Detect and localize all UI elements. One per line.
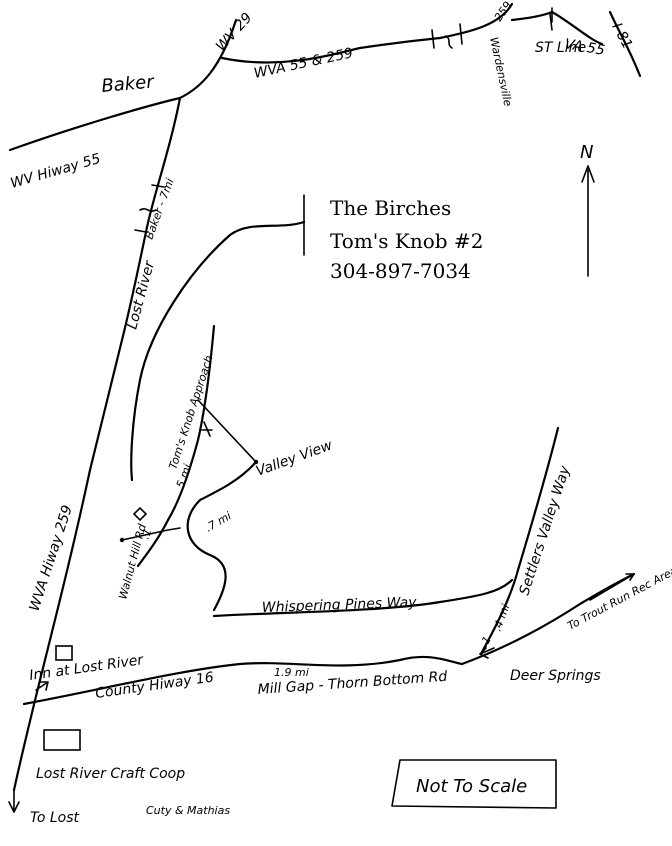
whispering-pines-way-road bbox=[212, 578, 514, 618]
county-hwy-16-road bbox=[22, 572, 636, 706]
settlers-valley-way-road bbox=[480, 426, 560, 654]
to-trout-run-label: To Trout Run Rec Area bbox=[565, 564, 672, 633]
toms-knob-tick bbox=[201, 421, 213, 437]
dist-4mi-label: .4 mi bbox=[491, 602, 513, 633]
author-label: Cuty & Mathias bbox=[146, 804, 230, 817]
st-line bbox=[549, 13, 553, 31]
wv-hwy-55-road bbox=[8, 18, 238, 152]
birches-access-road bbox=[130, 220, 306, 482]
inn-building-icon bbox=[55, 645, 73, 661]
walnut-hill-road bbox=[121, 527, 181, 541]
i-81-road bbox=[608, 10, 642, 78]
dist-1mi-a-label: .1 bbox=[139, 527, 155, 541]
break-mark-top-1 bbox=[431, 29, 435, 49]
walnut-hill-end-dot bbox=[119, 537, 125, 543]
route-259-to-wv55 bbox=[12, 96, 182, 792]
not-to-scale-label: Not To Scale bbox=[416, 776, 527, 797]
north-arrow bbox=[581, 165, 595, 277]
whispering-pines-way-label: Whispering Pines Way bbox=[262, 595, 418, 616]
to-trout-run-arrow bbox=[589, 573, 635, 601]
i81-label: I-81 bbox=[608, 20, 635, 51]
toms-knob-approach-label: Tom's Knob Approach bbox=[166, 354, 215, 471]
wardensville-label: Wardensville bbox=[487, 36, 514, 108]
break-mark-3 bbox=[134, 229, 147, 233]
wv29-label: WV 29 bbox=[213, 10, 256, 55]
break-mark-top-2 bbox=[445, 35, 453, 49]
toms-knob-approach-road bbox=[136, 324, 216, 568]
wva-55-259-road bbox=[220, 2, 514, 64]
craft-coop-label: Lost River Craft Coop bbox=[36, 766, 185, 782]
break-mark-top-3 bbox=[459, 23, 463, 45]
va55-label: VA 55 bbox=[563, 36, 606, 59]
craft-coop-building-icon bbox=[43, 729, 81, 751]
lost-river-label: Lost River bbox=[124, 258, 158, 331]
north-label: N bbox=[580, 142, 593, 163]
valley-view-dot bbox=[253, 459, 259, 465]
valley-view-connector-road bbox=[186, 460, 258, 612]
county-hwy-16-label: County Hiway 16 bbox=[94, 669, 214, 701]
wva-hwy-259-label: WVA Hiway 259 bbox=[27, 503, 76, 613]
settlers-valley-way-label: Settlers Valley Way bbox=[517, 463, 574, 597]
baker-label: Baker bbox=[101, 71, 157, 97]
break-mark-1 bbox=[151, 184, 165, 188]
cabin-marker bbox=[132, 506, 148, 522]
birches-phone: 304-897-7034 bbox=[330, 259, 471, 283]
to-lost-arrow bbox=[8, 789, 20, 813]
st-line-label: ST Line bbox=[535, 40, 586, 56]
not-to-scale-box bbox=[391, 759, 557, 809]
wva55-259-label: WVA 55 & 259 bbox=[253, 45, 355, 82]
dist-9mi-label: 1.9 mi bbox=[274, 666, 309, 679]
valley-view-label: Valley View bbox=[254, 437, 335, 480]
valley-view-road bbox=[197, 399, 257, 463]
wv-hwy-55-label: WV Hiway 55 bbox=[9, 151, 103, 192]
birches-name: The Birches bbox=[330, 196, 451, 220]
inn-arrow bbox=[35, 681, 49, 691]
birches-unit: Tom's Knob #2 bbox=[330, 229, 483, 253]
break-mark-2 bbox=[139, 208, 157, 212]
to-lost-label: To Lost bbox=[30, 810, 79, 826]
deer-springs-arrow bbox=[479, 647, 495, 659]
deer-springs-label: Deer Springs bbox=[510, 668, 601, 684]
dist-7mi-label: .7 mi bbox=[203, 509, 234, 534]
